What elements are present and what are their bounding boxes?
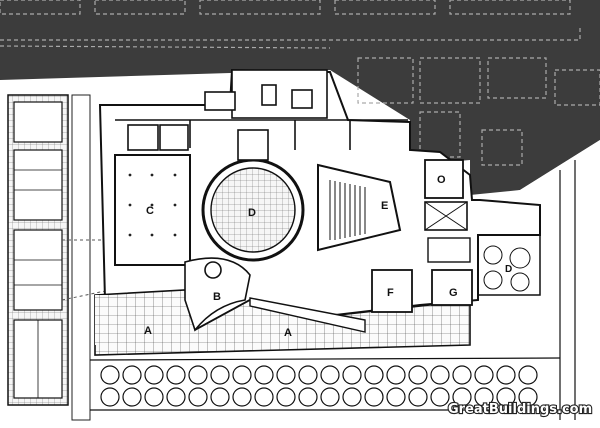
label-F: F <box>387 287 394 299</box>
auditorium-seating <box>329 180 366 240</box>
label-A-left: A <box>144 325 152 337</box>
room-O <box>424 159 464 199</box>
spiral-stair <box>204 261 222 279</box>
courtyard-trees <box>483 245 531 292</box>
room-D-rotunda-floor <box>210 167 296 253</box>
label-A-right: A <box>284 327 292 339</box>
street-tree-row <box>100 365 538 407</box>
label-D-courtyard: D <box>505 264 512 275</box>
room-C-columns <box>128 173 177 237</box>
room-F <box>371 269 413 313</box>
label-B: B <box>213 291 221 303</box>
context-block-outlines <box>0 0 600 166</box>
room-B-lobby <box>184 257 251 332</box>
entrance-ramp <box>249 297 366 333</box>
bottom-street-lines <box>89 357 561 411</box>
upper-service-block <box>115 69 408 151</box>
room-E-auditorium <box>317 163 402 252</box>
service-rooms <box>427 237 471 263</box>
dark-context-area <box>0 0 600 195</box>
left-adjacent-building <box>0 82 111 422</box>
label-G: G <box>449 287 458 299</box>
watermark-text: GreatBuildings.com <box>448 402 592 417</box>
rotunda-entry-vestibule <box>237 129 269 161</box>
room-C <box>114 154 191 266</box>
right-street-lines <box>559 160 576 420</box>
label-O: O <box>437 174 446 186</box>
label-D: D <box>248 207 256 219</box>
room-G <box>431 269 473 306</box>
label-C: C <box>146 205 154 217</box>
label-E: E <box>381 200 388 212</box>
